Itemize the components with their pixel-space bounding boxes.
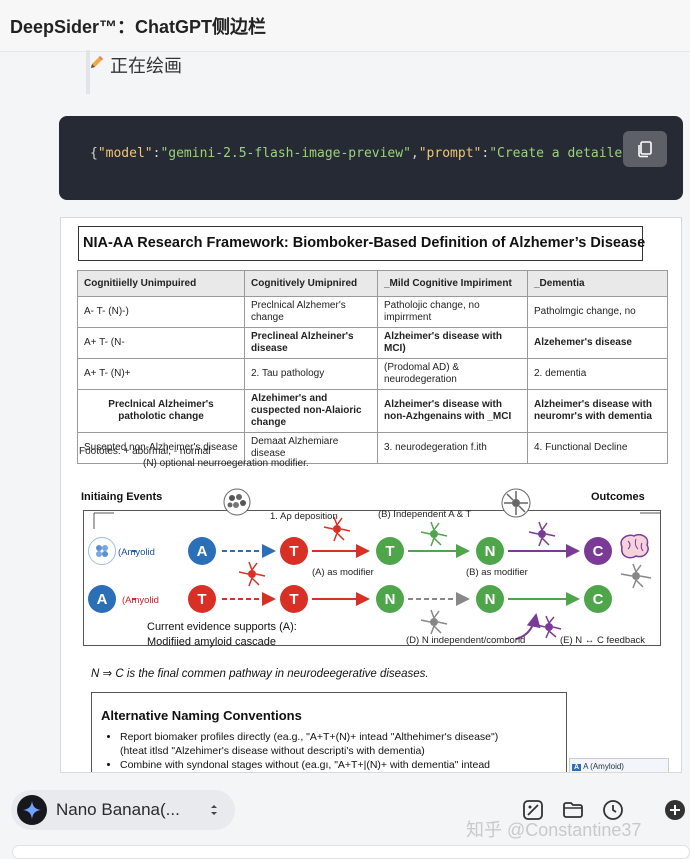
node-c: C xyxy=(584,585,612,613)
table-cell: 2. Tau pathology xyxy=(244,358,378,390)
figure-title: NIA-AA Research Framework: Biomboker-Bas… xyxy=(83,235,646,251)
table-cell: 2. dementia xyxy=(527,358,668,390)
image-edit-icon[interactable] xyxy=(521,798,545,822)
table-cell: 4. Functional Decline xyxy=(527,432,668,464)
model-selector[interactable]: Nano Banana(... xyxy=(11,790,235,830)
alternative-naming-box: Alternative Naming Conventions Report bi… xyxy=(91,692,567,772)
code-content: {"model":"gemini-2.5-flash-image-preview… xyxy=(90,146,662,161)
alt-list: Report biomaker profiles directly (ea.g.… xyxy=(120,730,560,772)
copy-icon xyxy=(638,141,652,158)
status-quote-bar xyxy=(86,50,90,94)
b-modifier-label: (B) as modifier xyxy=(466,567,528,578)
table-cell: Alzehemer's disease xyxy=(527,327,668,359)
folder-icon[interactable] xyxy=(561,798,585,822)
neuron-grey-icon xyxy=(620,563,652,589)
table-cell: Susepted non-Alzheimer's disease xyxy=(77,432,245,464)
node-n: N xyxy=(476,537,504,565)
node-c: C xyxy=(584,537,612,565)
table-cell: Patholojic change, no impirrment xyxy=(377,296,528,328)
code-block[interactable]: {"model":"gemini-2.5-flash-image-preview… xyxy=(59,116,683,200)
initiating-events-label: Initiaing Events xyxy=(81,491,163,503)
drawing-status: 正在绘画 xyxy=(60,48,660,94)
table-header: _Mild Cognitive Impiriment xyxy=(377,270,528,297)
node-n: N xyxy=(376,585,404,613)
figure-title-box: NIA-AA Research Framework: Biomboker-Bas… xyxy=(78,226,646,261)
table-row: A+ T- (N)+ 2. Tau pathology (Prodomal AD… xyxy=(77,358,668,390)
chevron-updown-icon xyxy=(211,805,217,815)
node-n: N xyxy=(476,585,504,613)
app-title: DeepSider™：ChatGPT侧边栏 xyxy=(10,16,267,37)
node-t: T xyxy=(376,537,404,565)
table-header: _Dementia xyxy=(527,270,668,297)
table-cell: A+ T- (N)+ xyxy=(77,358,245,390)
amyloid-label-2: (Amyolid xyxy=(122,595,159,606)
framework-table: Cognitiielly Unimpuired Cognitively Umip… xyxy=(77,270,668,464)
pathway-diagram: (Amyolid (Amyolid A T T N C A T T N N C xyxy=(83,488,661,646)
generated-image[interactable]: NIA-AA Research Framework: Biomboker-Bas… xyxy=(60,217,682,773)
table-header: Cognitively Umipnired xyxy=(244,270,378,297)
molecule-icon xyxy=(88,537,116,565)
pencil-icon xyxy=(91,56,103,68)
list-item: (hteat itlsd "Alzehimer's disease withou… xyxy=(120,745,425,757)
table-cell: Preclnical Alzheimer's patholotic change xyxy=(77,389,245,433)
pathway-arrows xyxy=(93,512,660,640)
node-t: T xyxy=(280,585,308,613)
node-a: A xyxy=(88,585,116,613)
amyloid-label-1: (Amyolid xyxy=(118,547,155,558)
neuron-green-icon xyxy=(420,521,448,547)
watermark: 知乎 @Constantine37 xyxy=(466,820,642,840)
table-cell: (Prodomal AD) & neurodegeration xyxy=(377,358,528,390)
neuron-grey-icon xyxy=(420,609,448,635)
table-cell: A- T- (N)-) xyxy=(77,296,245,328)
neuron-circle-icon xyxy=(501,488,531,518)
table-cell: 3. neurodegeration f.ith xyxy=(377,432,528,464)
table-cell: Demaat Alzhemiare disease xyxy=(244,432,378,464)
new-chat-icon[interactable] xyxy=(663,798,687,822)
table-row: Susepted non-Alzheimer's disease Demaat … xyxy=(77,432,668,464)
list-item: Combine with syndonal stages without (ea… xyxy=(120,758,560,772)
status-label: 正在绘画 xyxy=(110,56,182,76)
table-cell: Alzheimer's disease with neuromr's with … xyxy=(527,389,668,433)
table-cell: Alzehimer's and cuspected non-Alaioric c… xyxy=(244,389,378,433)
table-cell: Patholmgic change, no xyxy=(527,296,668,328)
chat-input[interactable] xyxy=(12,845,690,859)
table-cell: Alzheimer's disease with MCI) xyxy=(377,327,528,359)
app-header: DeepSider™：ChatGPT侧边栏 xyxy=(0,0,690,52)
table-row: Preclnical Alzheimer's patholotic change… xyxy=(77,389,668,433)
neuron-purple-icon xyxy=(528,521,556,547)
a-modifier-label: (A) as modifier xyxy=(312,567,374,578)
table-footnote: Foototes: + abormal, - normal (N) option… xyxy=(79,446,309,469)
table-header: Cognitiielly Unimpuired xyxy=(77,270,245,297)
table-cell: A+ T- (N- xyxy=(77,327,245,359)
brain-icon xyxy=(620,533,649,559)
neuron-red-icon xyxy=(323,516,351,542)
outcomes-label: Outcomes xyxy=(591,491,645,503)
node-t: T xyxy=(188,585,216,613)
alt-title: Alternative Naming Conventions xyxy=(101,708,302,723)
gemini-logo-icon xyxy=(17,795,47,825)
table-row: A+ T- (N- Preclineal Alzheiner's disease… xyxy=(77,327,668,359)
table-cell: Preclineal Alzheiner's disease xyxy=(244,327,378,359)
table-row: A- T- (N)-) Preclnical Alzhemer's change… xyxy=(77,296,668,328)
independent-label: (B) Independent A & T xyxy=(378,509,472,520)
node-t: T xyxy=(280,537,308,565)
nc-statement: N ⇒ C is the final commen pathway in neu… xyxy=(91,668,429,680)
table-header-row: Cognitiielly Unimpuired Cognitively Umip… xyxy=(77,270,668,297)
table-cell: Alzheimer's disease with non-Azhgenains … xyxy=(377,389,528,433)
list-item: Report biomaker profiles directly (ea.g.… xyxy=(120,730,560,744)
table-cell: Preclnical Alzhemer's change xyxy=(244,296,378,328)
evidence-note: Current evidence supports (A): Modifiied… xyxy=(147,621,297,648)
model-name: Nano Banana(... xyxy=(56,800,180,819)
neuron-purple-icon xyxy=(536,615,562,639)
d-label: (D) N independent/comborid xyxy=(406,635,526,646)
e-label: (E) N ↔ C feedback xyxy=(560,635,645,646)
deposition-label: 1. Aρ deposition xyxy=(270,511,338,522)
plaque-icon xyxy=(223,488,251,516)
history-clock-icon[interactable] xyxy=(601,798,625,822)
node-a: A xyxy=(188,537,216,565)
copy-button[interactable] xyxy=(623,131,667,167)
neuron-red-icon xyxy=(238,561,266,587)
